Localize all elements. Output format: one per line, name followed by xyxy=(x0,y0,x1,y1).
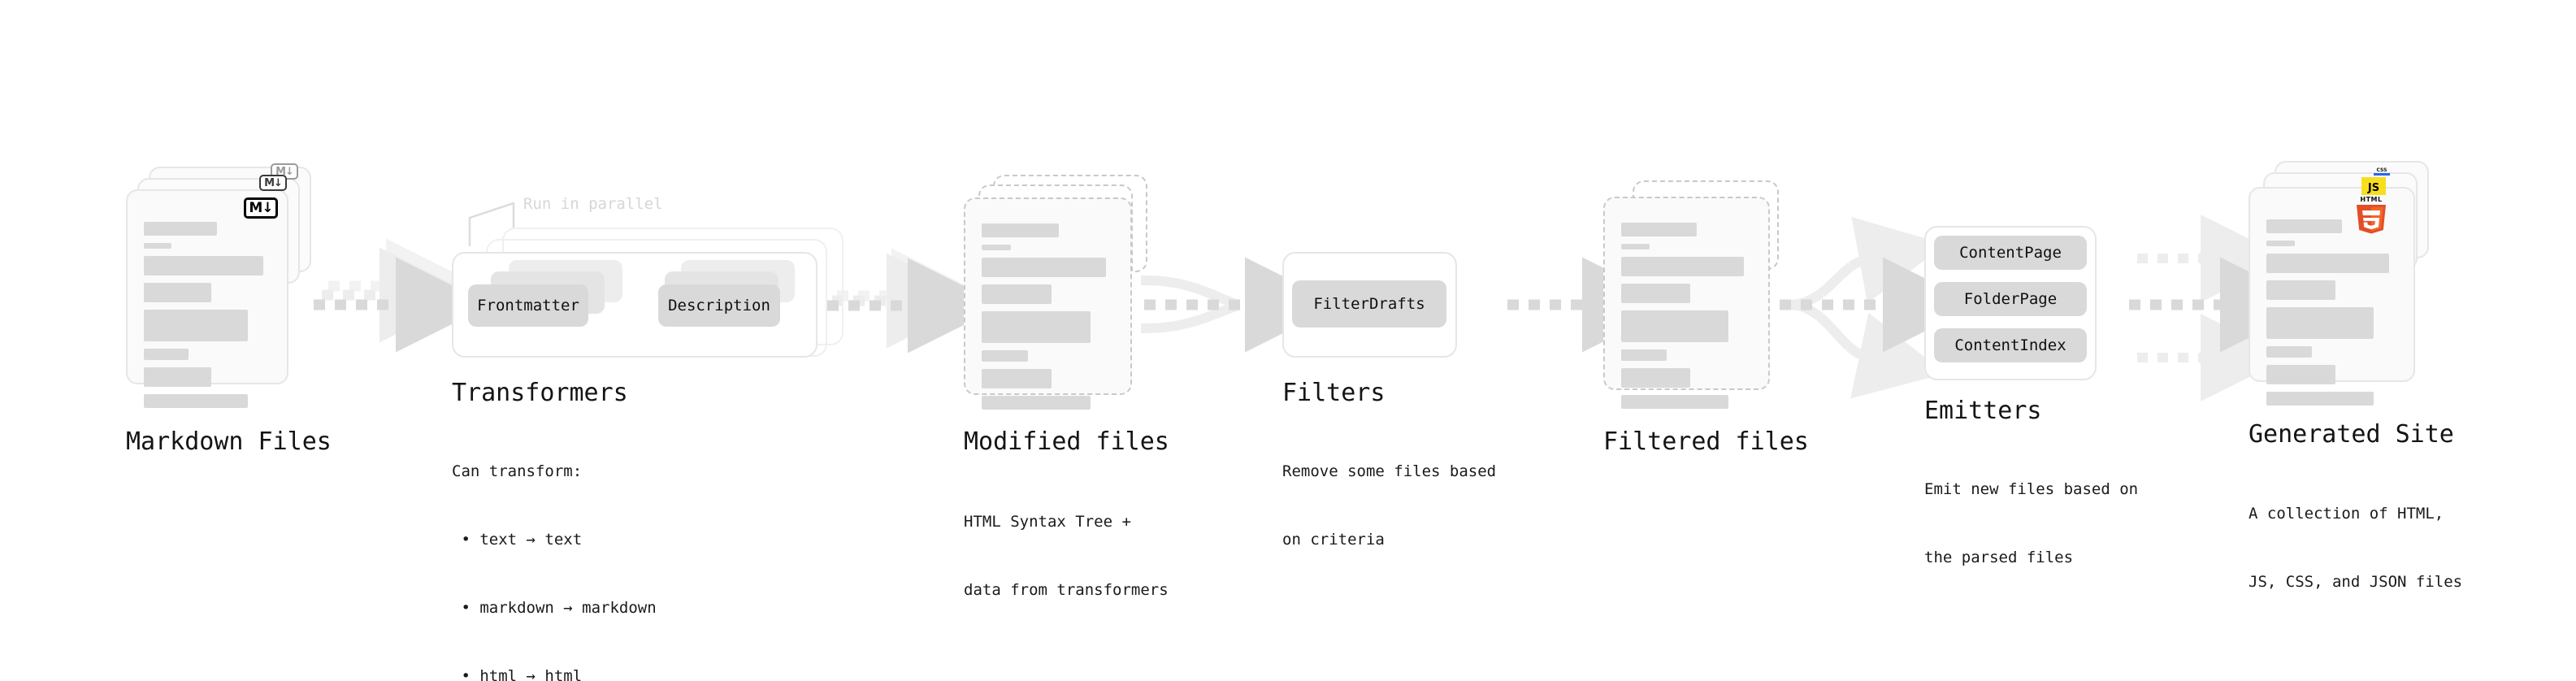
stage-title-generated-site: Generated Site xyxy=(2249,420,2454,449)
content-bar xyxy=(144,256,263,275)
svg-text:CSS: CSS xyxy=(2377,167,2387,173)
transformer-chip-description[interactable]: Description xyxy=(658,284,780,327)
desc-line: on criteria xyxy=(1282,531,1385,549)
content-bar xyxy=(144,367,211,387)
content-bar xyxy=(2266,307,2374,339)
content-bar xyxy=(2266,392,2374,406)
stage-title-filters: Filters xyxy=(1282,379,1386,407)
desc-line: the parsed files xyxy=(1924,549,2074,566)
arrow-md-to-transformers xyxy=(314,238,491,353)
stage-title-emitters: Emitters xyxy=(1924,397,2042,425)
stage-desc-generated-site: A collection of HTML, JS, CSS, and JSON … xyxy=(2249,457,2462,639)
content-bar xyxy=(144,349,189,360)
filtered-card-body xyxy=(1605,198,1768,409)
desc-line: HTML Syntax Tree + xyxy=(964,513,1131,531)
content-bar xyxy=(982,245,1011,250)
desc-line: data from transformers xyxy=(964,581,1169,599)
markdown-card xyxy=(126,189,288,408)
content-bar xyxy=(2266,254,2390,273)
content-bar xyxy=(1621,368,1691,388)
modified-card-body xyxy=(965,199,1130,410)
markdown-icon-ghost-mid: M↓ xyxy=(259,175,287,191)
html5-icon: HTML xyxy=(2353,193,2390,237)
content-bar xyxy=(144,243,172,249)
content-bar xyxy=(982,369,1052,388)
javascript-icon: JS xyxy=(2361,177,2386,198)
transformer-chip-frontmatter[interactable]: Frontmatter xyxy=(468,284,588,327)
content-bar xyxy=(1621,284,1691,303)
content-bar xyxy=(982,396,1091,410)
stage-desc-emitters: Emit new files based on the parsed files xyxy=(1924,432,2138,614)
content-bar xyxy=(1621,310,1729,342)
stage-title-modified-files: Modified files xyxy=(964,427,1169,456)
content-bar xyxy=(1621,395,1729,409)
content-bar xyxy=(2266,365,2336,384)
desc-line: Can transform: xyxy=(452,462,583,480)
stage-desc-filters: Remove some files based on criteria xyxy=(1282,414,1496,596)
desc-line: • markdown → markdown xyxy=(452,599,657,617)
content-bar xyxy=(144,283,211,302)
content-bar xyxy=(1621,349,1667,361)
desc-line: • html → html xyxy=(452,667,583,681)
desc-line: • text → text xyxy=(452,531,583,549)
content-bar xyxy=(1621,223,1698,236)
content-bar xyxy=(2266,241,2296,246)
site-card xyxy=(2249,187,2415,406)
content-bar xyxy=(982,258,1107,277)
content-bar xyxy=(144,222,218,236)
desc-line: JS, CSS, and JSON files xyxy=(2249,573,2463,591)
content-bar xyxy=(982,284,1052,304)
stage-title-transformers: Transformers xyxy=(452,379,628,407)
css3-icon: CSS xyxy=(2372,165,2392,181)
content-bar xyxy=(144,310,248,341)
arrow-modified-to-filters xyxy=(1140,257,1340,353)
content-bar xyxy=(1621,257,1745,276)
stage-desc-modified-files: HTML Syntax Tree + data from transformer… xyxy=(964,465,1169,647)
desc-line: Emit new files based on xyxy=(1924,480,2139,498)
site-card-body xyxy=(2250,189,2413,406)
arrow-emitters-to-site xyxy=(2129,215,2315,401)
content-bar xyxy=(982,350,1029,362)
desc-line: Remove some files based xyxy=(1282,462,1497,480)
content-bar xyxy=(1621,244,1650,249)
stage-desc-transformers: Can transform: • text → text • markdown … xyxy=(452,414,657,681)
svg-text:JS: JS xyxy=(2367,182,2379,194)
content-bar xyxy=(982,223,1059,237)
content-bar xyxy=(2266,346,2313,358)
content-bar xyxy=(144,394,248,408)
filtered-card xyxy=(1603,197,1770,409)
content-bar xyxy=(2266,280,2336,300)
content-bar xyxy=(982,311,1091,343)
markdown-icon: M↓ xyxy=(244,197,278,219)
modified-card xyxy=(964,197,1132,410)
desc-line: A collection of HTML, xyxy=(2249,505,2444,523)
markdown-card-body xyxy=(128,191,287,408)
arrow-filtered-to-emitters xyxy=(1780,217,1978,399)
stage-title-filtered-files: Filtered files xyxy=(1603,427,1809,456)
filter-chip-filterdrafts[interactable]: FilterDrafts xyxy=(1292,280,1446,327)
content-bar xyxy=(2266,219,2343,233)
run-in-parallel-label: Run in parallel xyxy=(523,195,663,213)
emitter-chip-folderpage[interactable]: FolderPage xyxy=(1934,282,2087,316)
emitter-chip-contentindex[interactable]: ContentIndex xyxy=(1934,328,2087,362)
emitter-chip-contentpage[interactable]: ContentPage xyxy=(1934,236,2087,270)
svg-text:HTML: HTML xyxy=(2360,196,2382,203)
stage-title-markdown-files: Markdown Files xyxy=(126,427,332,456)
